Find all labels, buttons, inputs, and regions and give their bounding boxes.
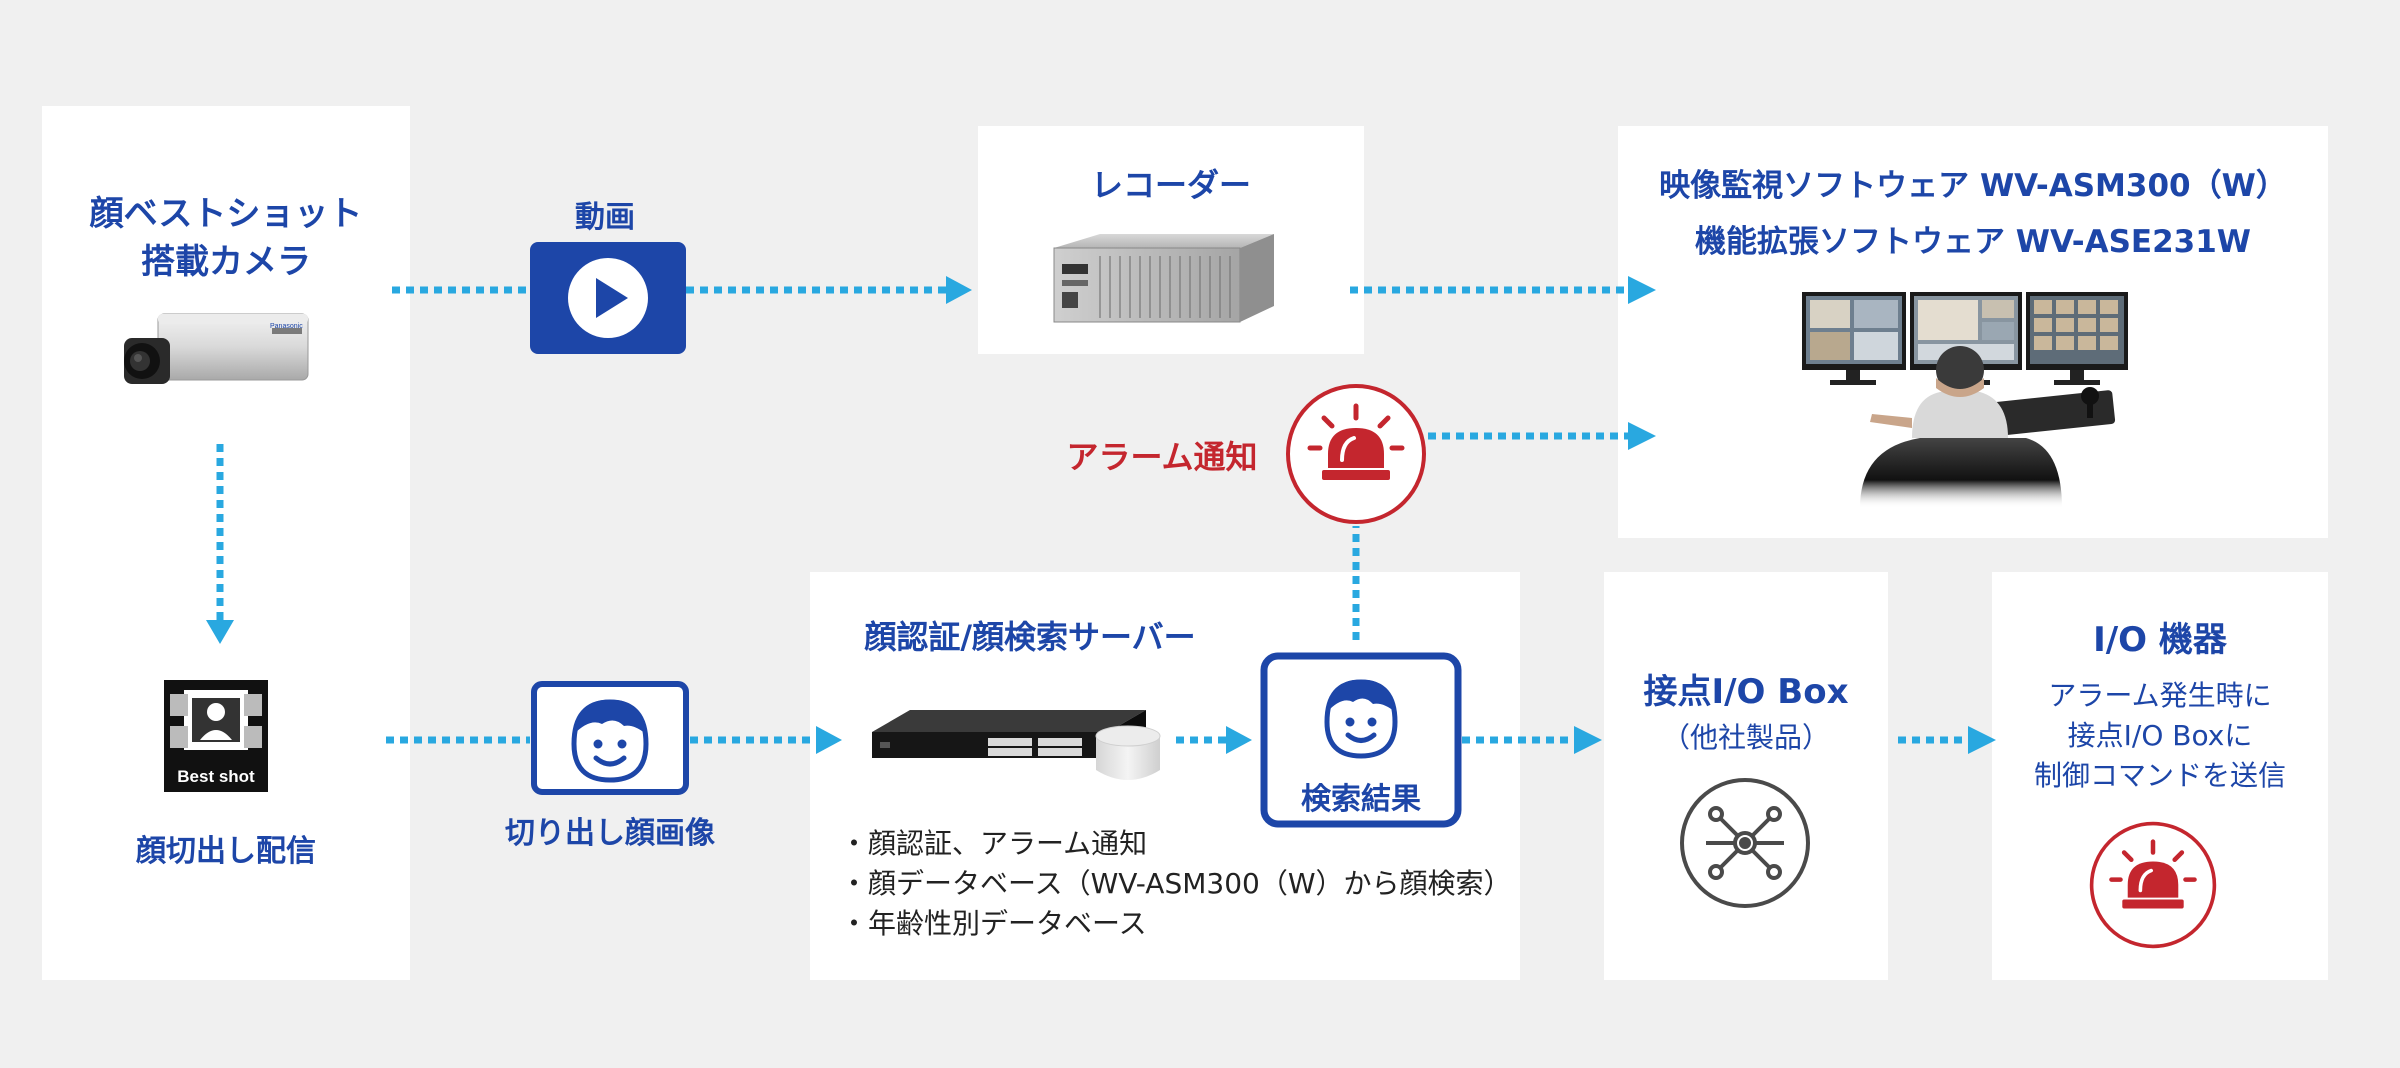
camera-brand: Panasonic bbox=[270, 323, 303, 330]
alarm-label: アラーム通知 bbox=[1066, 438, 1258, 476]
arrowhead-result bbox=[1226, 726, 1252, 754]
arrowhead-server bbox=[816, 726, 842, 754]
video-play-icon bbox=[530, 242, 686, 354]
arrowhead-iobox bbox=[1574, 726, 1602, 754]
camera-title-line2: 搭載カメラ bbox=[141, 242, 311, 282]
bestshot-icon: Best shot bbox=[164, 680, 268, 792]
arrowhead-software-top bbox=[1628, 276, 1656, 304]
server-bullet-3: ・年齢性別データベース bbox=[840, 907, 1147, 940]
iodevice-siren-icon bbox=[2088, 820, 2218, 950]
recorder-title: レコーダー bbox=[1090, 166, 1251, 204]
iodevice-title: I/O 機器 bbox=[2093, 620, 2227, 660]
server-image bbox=[870, 688, 1150, 774]
cropped-label: 切り出し顔画像 bbox=[505, 816, 715, 851]
cropped-face-icon bbox=[530, 680, 690, 796]
server-bullet-1: ・顔認証、アラーム通知 bbox=[840, 827, 1148, 860]
camera-panel bbox=[42, 106, 410, 980]
iodevice-line-3: 制御コマンドを送信 bbox=[2033, 759, 2286, 792]
camera-caption: 顔切出し配信 bbox=[136, 834, 316, 869]
camera-title-line1: 顔ベストショット bbox=[89, 194, 363, 234]
arrowhead-recorder bbox=[946, 276, 972, 304]
software-line2: 機能拡張ソフトウェア WV-ASE231W bbox=[1695, 224, 2251, 260]
arrowhead-camera-down bbox=[206, 620, 234, 644]
iobox-panel bbox=[1604, 572, 1888, 980]
search-result-label: 検索結果 bbox=[1301, 782, 1421, 817]
bestshot-badge: Best shot bbox=[177, 767, 255, 786]
monitoring-station-image bbox=[1800, 288, 2130, 508]
database-icon bbox=[1094, 724, 1162, 786]
recorder-image bbox=[1052, 234, 1276, 324]
iodevice-line-2: 接点I/O Boxに bbox=[2067, 719, 2253, 752]
arrowhead-software-alarm bbox=[1628, 422, 1656, 450]
search-result-box bbox=[1260, 652, 1462, 828]
iobox-subtitle: （他社製品） bbox=[1661, 721, 1830, 754]
arrowhead-device bbox=[1968, 726, 1996, 754]
video-label: 動画 bbox=[575, 200, 635, 235]
network-node-icon bbox=[1678, 776, 1812, 910]
server-title: 顔認証/顔検索サーバー bbox=[864, 618, 1196, 656]
server-bullet-2: ・顔データベース（WV-ASM300（W）から顔検索） bbox=[840, 867, 1512, 900]
iobox-title: 接点I/O Box bbox=[1643, 672, 1849, 712]
alarm-siren-icon bbox=[1284, 382, 1428, 526]
iodevice-line-1: アラーム発生時に bbox=[2048, 679, 2272, 712]
camera-image: Panasonic bbox=[118, 300, 318, 404]
software-line1: 映像監視ソフトウェア WV-ASM300（W） bbox=[1659, 168, 2287, 204]
